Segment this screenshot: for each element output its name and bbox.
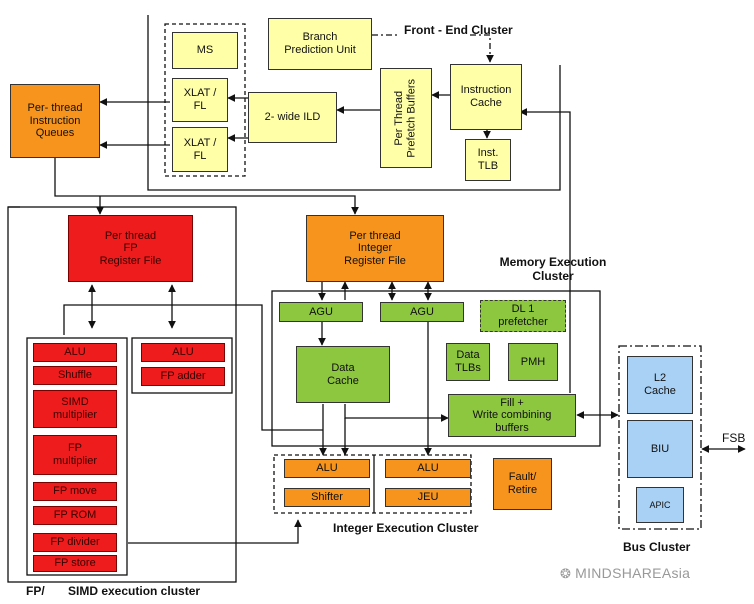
- integer-alu-box: ALU: [284, 459, 370, 478]
- prefetch-buffers-box: Per Thread Prefetch Buffers: [380, 68, 432, 168]
- fill-write-combining-buffers-box: Fill + Write combining buffers: [448, 394, 576, 437]
- instruction-queues-box: Per- thread Instruction Queues: [10, 84, 100, 158]
- integer-register-file-box: Per thread Integer Register File: [306, 215, 444, 282]
- xlat-fl-box: XLAT / FL: [172, 78, 228, 122]
- fp-rom-box: FP ROM: [33, 506, 117, 525]
- fp-alu-box: ALU: [33, 343, 117, 362]
- fp-adder-box: FP adder: [141, 367, 225, 386]
- bus-cluster-dashed-border: [618, 345, 702, 530]
- fp-store-box: FP store: [33, 555, 117, 572]
- ild-box: 2- wide ILD: [248, 92, 337, 143]
- shifter-box: Shifter: [284, 488, 370, 507]
- decoder-dashed-border: [164, 23, 246, 177]
- memory-cluster-label: Memory Execution Cluster: [499, 255, 607, 283]
- pmh-box: PMH: [508, 343, 558, 381]
- fp-simd-cluster-label: SIMD execution cluster: [68, 584, 201, 598]
- fp-divider-box: FP divider: [33, 533, 117, 552]
- fsb-label: FSB: [722, 431, 746, 445]
- fp-simd-cluster-border: [7, 206, 237, 583]
- fp-register-file-box: Per thread FP Register File: [68, 215, 193, 282]
- prefetch-buffers-label: Per Thread Prefetch Buffers: [393, 78, 418, 158]
- fp-unit-group-2: [131, 337, 233, 394]
- biu-box: BIU: [627, 420, 693, 478]
- fault-retire-box: Fault/ Retire: [493, 458, 552, 510]
- integer-cluster-label: Integer Execution Cluster: [333, 521, 479, 535]
- simd-multiplier-box: SIMD multiplier: [33, 390, 117, 428]
- branch-prediction-unit: Branch Prediction Unit: [268, 18, 372, 70]
- data-cache-box: Data Cache: [296, 346, 390, 403]
- watermark: ❂ MINDSHAREAsia: [560, 565, 690, 582]
- memory-cluster-border: [271, 290, 601, 447]
- inst-tlb-box: Inst. TLB: [465, 139, 511, 181]
- instruction-cache-box: Instruction Cache: [450, 64, 522, 130]
- fp-multiplier-box: FP multiplier: [33, 435, 117, 475]
- l2-cache-box: L2 Cache: [627, 356, 693, 414]
- jeu-box: JEU: [385, 488, 471, 507]
- dl1-prefetcher-box: DL 1 prefetcher: [480, 300, 566, 332]
- agu-box: AGU: [279, 302, 363, 322]
- shuffle-box: Shuffle: [33, 366, 117, 385]
- agu-box: AGU: [380, 302, 464, 322]
- fp-unit-group-1: [26, 337, 128, 576]
- front-end-cluster-label: Front - End Cluster: [404, 23, 513, 37]
- xlat-fl-box: XLAT / FL: [172, 127, 228, 172]
- fp-alu-box: ALU: [141, 343, 225, 362]
- apic-box: APIC: [636, 487, 684, 523]
- watermark-text: MINDSHAREAsia: [575, 565, 691, 581]
- watermark-logo-icon: ❂: [560, 566, 576, 581]
- ms-box: MS: [172, 32, 238, 69]
- bus-cluster-label: Bus Cluster: [623, 540, 691, 554]
- integer-cluster-dashed-border: [273, 454, 472, 514]
- fp-move-box: FP move: [33, 482, 117, 501]
- integer-alu-box: ALU: [385, 459, 471, 478]
- data-tlbs-box: Data TLBs: [446, 343, 490, 381]
- fp-simd-cluster-prefix: FP/: [26, 584, 45, 598]
